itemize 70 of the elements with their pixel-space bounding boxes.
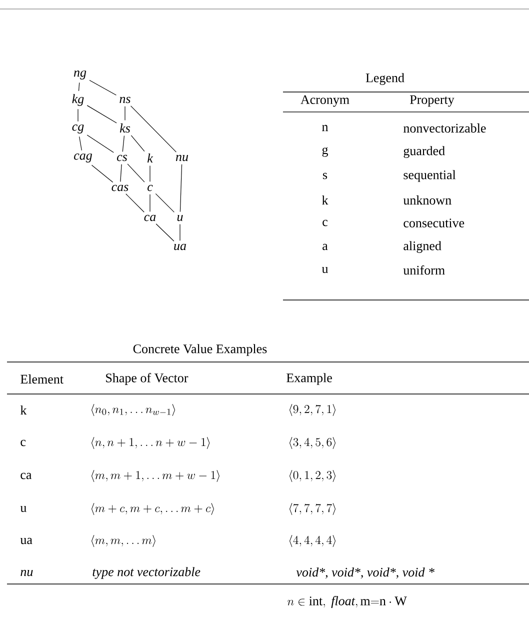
lattice-line — [130, 135, 145, 152]
table-cell: n — [322, 124, 328, 132]
column-header: Example — [286, 373, 332, 385]
column-header: Property — [410, 95, 454, 107]
table-cell: void*, void*, void*, void * — [296, 568, 434, 579]
table-cell: u — [322, 266, 328, 274]
table-cell: s — [323, 172, 328, 180]
table-cell: a — [322, 244, 328, 250]
lattice-line — [122, 135, 125, 152]
table-cell: nu — [20, 570, 33, 576]
table-cell: $\langle 3,4,5,6 \rangle$ — [290, 437, 336, 449]
lattice-line — [127, 164, 145, 182]
lattice-line — [130, 106, 176, 152]
lattice-line — [91, 164, 114, 183]
lattice-label: cs — [117, 154, 128, 162]
table-cell: type not vectorizable — [92, 567, 200, 579]
lattice-label: kg — [72, 94, 84, 106]
table-title: Legend — [366, 73, 404, 85]
lattice-label: cag — [74, 154, 92, 162]
table-cell: unknown — [403, 195, 452, 205]
lattice-label: ca — [144, 214, 156, 222]
table-cell: $\langle m, m, \ldots m \rangle$ — [92, 535, 156, 547]
footnote: $n \in \mathrm{int},\ \mathit{float}, \mathrm{m{=}n} \cdot \mathrm{W}$ — [288, 596, 407, 608]
table-cell: $\langle 0,1,2,3 \rangle$ — [290, 470, 336, 482]
column-header: Acronym — [300, 95, 350, 107]
table-title: Concrete Value Examples — [133, 344, 267, 356]
table-cell: $\langle 7,7,7,7 \rangle$ — [290, 503, 336, 515]
lattice-line — [86, 105, 117, 124]
table-cell: k — [20, 406, 27, 415]
table-cell: g — [322, 147, 328, 157]
column-header: Element — [20, 374, 64, 384]
lattice-line — [86, 134, 114, 153]
lattice-line — [124, 106, 126, 121]
lattice-line — [89, 80, 116, 96]
lattice-label: ks — [120, 123, 130, 133]
table-cell: ua — [20, 538, 32, 544]
lattice-label: cg — [72, 124, 84, 134]
lattice-label: u — [177, 214, 183, 222]
lattice-label: k — [148, 154, 154, 163]
lattice-line — [79, 136, 82, 151]
table-cell: c — [322, 220, 328, 226]
lattice-label: ns — [120, 96, 130, 104]
table-cell: nonvectorizable — [404, 123, 486, 133]
lattice-line — [156, 224, 174, 242]
lattice-line — [120, 164, 122, 182]
lattice-label: nu — [176, 154, 188, 162]
table-cell: guarded — [404, 146, 445, 158]
table-cell: uniform — [403, 265, 445, 275]
table-cell: $\langle 4,4,4,4 \rangle$ — [290, 535, 336, 547]
table-cell: c — [20, 440, 26, 446]
table-cell: aligned — [404, 241, 442, 253]
lattice-label: c — [148, 184, 153, 192]
lattice-line — [180, 164, 182, 212]
lattice-label: ua — [174, 244, 186, 250]
table-cell: $\langle m, m+1, \ldots m+w-1 \rangle$ — [92, 470, 220, 482]
table-cell: $\langle m+c, m+c, \ldots m+c \rangle$ — [92, 503, 214, 515]
table-cell: ca — [20, 472, 32, 480]
table-cell: $\langle 9,2,7,1 \rangle$ — [290, 404, 336, 416]
lattice-label: ng — [74, 70, 86, 80]
lattice-line — [155, 193, 174, 212]
table-cell: u — [20, 506, 26, 512]
column-header: Shape of Vector — [106, 373, 188, 385]
lattice-label: cas — [112, 184, 128, 192]
table-cell: k — [322, 196, 328, 205]
table-cell: sequential — [404, 170, 456, 182]
table-cell: $\left\langle n_0, n_1, \ldots n_{w-1} \right\rangle$ — [92, 404, 175, 416]
table-cell: consecutive — [404, 218, 464, 228]
lattice-line — [78, 82, 80, 92]
table-cell: $\langle n, n+1, \ldots n+w-1 \rangle$ — [92, 437, 210, 449]
lattice-line — [126, 194, 144, 212]
